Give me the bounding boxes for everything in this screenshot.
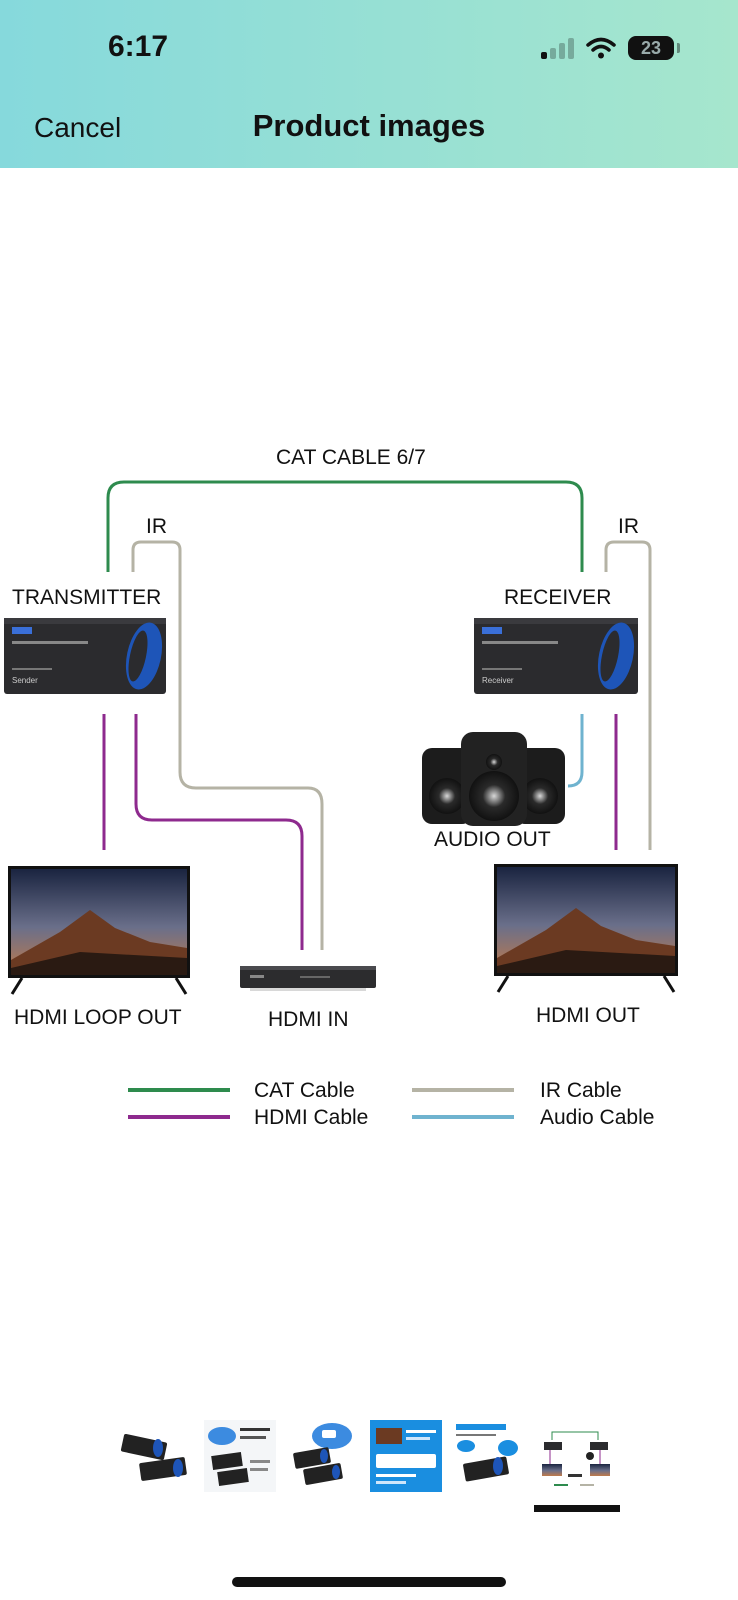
battery-icon: 23 (628, 36, 680, 60)
legend-audio-label: Audio Cable (540, 1106, 655, 1129)
page-title: Product images (252, 108, 486, 143)
cellular-signal-icon (541, 37, 574, 59)
hdmi-out-label: HDMI OUT (536, 1004, 640, 1027)
ir-cable-right-line (604, 540, 652, 850)
receiver-device: Receiver (474, 618, 638, 694)
thumbnail-1[interactable] (118, 1420, 190, 1492)
sender-device-text: Sender (12, 676, 38, 685)
status-time: 6:17 (108, 30, 169, 63)
audio-cable-line (567, 714, 584, 788)
thumbnail-strip (112, 1420, 632, 1520)
legend-cat-label: CAT Cable (254, 1079, 355, 1102)
audio-out-label: AUDIO OUT (434, 828, 551, 851)
tv-left-image (8, 866, 190, 995)
app-header: 6:17 23 Cancel Product images (0, 0, 738, 168)
transmitter-device: Sender (4, 618, 166, 694)
extender-4k-thumbnail (293, 1423, 352, 1485)
thumbnail-2[interactable] (204, 1420, 276, 1492)
thumbnail-3[interactable] (288, 1420, 360, 1492)
thumbnail-5[interactable] (452, 1420, 524, 1492)
uhd-exb400r-k-thumbnail (452, 1420, 524, 1492)
media-player-image (240, 966, 376, 991)
wifi-icon (586, 37, 616, 59)
tv-right-image (494, 864, 678, 993)
speakers-image (422, 732, 565, 826)
selected-thumbnail-indicator (534, 1505, 620, 1512)
hdmi-loop-out-label: HDMI LOOP OUT (14, 1006, 182, 1029)
product-image-viewer[interactable]: Sender Receiver (0, 168, 738, 1388)
hdmi-in-label: HDMI IN (268, 1008, 349, 1031)
thumbnail-6-selected[interactable] (540, 1420, 612, 1492)
ir-label-left: IR (146, 515, 167, 538)
extender-blue-info-thumbnail (370, 1420, 442, 1492)
transmitter-label: TRANSMITTER (12, 586, 162, 609)
ir-label-right: IR (618, 515, 639, 538)
cat-cable-label: CAT CABLE 6/7 (276, 446, 426, 469)
receiver-label: RECEIVER (504, 586, 612, 609)
home-indicator[interactable] (232, 1577, 506, 1587)
extender-features-thumbnail (204, 1420, 276, 1492)
battery-level: 23 (640, 37, 662, 58)
extender-pair-thumbnail (120, 1433, 187, 1481)
hdmi-in-line (134, 714, 304, 950)
ir-cable-left-line (131, 540, 324, 950)
connection-diagram: Sender Receiver (4, 480, 678, 1119)
thumbnail-4[interactable] (370, 1420, 442, 1492)
cancel-button[interactable]: Cancel (34, 112, 122, 143)
connection-diagram-thumbnail (540, 1420, 612, 1492)
legend-hdmi-label: HDMI Cable (254, 1106, 369, 1129)
receiver-device-text: Receiver (482, 676, 514, 685)
status-icons: 23 (541, 36, 680, 60)
cat-cable-line (106, 480, 584, 572)
legend-ir-label: IR Cable (540, 1079, 622, 1102)
